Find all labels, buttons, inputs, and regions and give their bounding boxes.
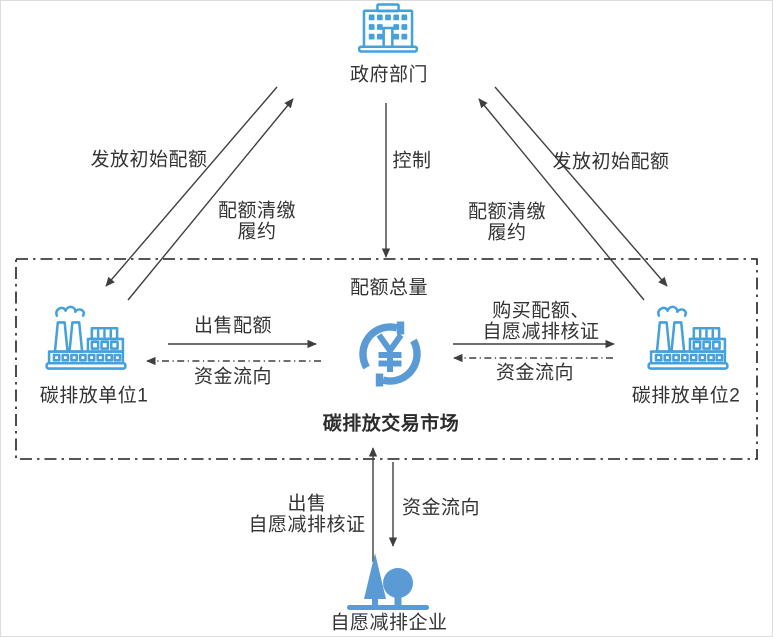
arrow-issue-quota-right [494, 86, 668, 287]
voluntary-label: 自愿减排企业 [330, 612, 448, 634]
issue-quota-right-label: 发放初始配额 [552, 151, 670, 173]
compliance-left-label: 配额清缴 履约 [217, 200, 297, 243]
compliance-right-label: 配额清缴 履约 [467, 201, 547, 244]
factory-icon-unit1 [45, 303, 127, 371]
buy-quota-label: 购买配额、 自愿减排核证 [482, 300, 600, 343]
funds-bottom-label: 资金流向 [401, 497, 481, 519]
issue-quota-left-label: 发放初始配额 [90, 149, 208, 171]
funds-right-label: 资金流向 [495, 362, 575, 384]
arrow-compliance-right [478, 98, 645, 301]
factory-icon-unit2 [647, 303, 729, 371]
sell-quota-label: 出售配额 [193, 315, 273, 337]
trees-icon [345, 552, 431, 610]
quota-total-label: 配额总量 [349, 277, 429, 299]
funds-left-label: 资金流向 [193, 366, 273, 388]
government-label: 政府部门 [349, 64, 429, 86]
market-title: 碳排放交易市场 [322, 413, 460, 435]
currency-cycle-icon [351, 315, 429, 393]
government-building-icon [357, 3, 419, 53]
unit2-label: 碳排放单位2 [631, 385, 741, 407]
unit1-label: 碳排放单位1 [39, 385, 149, 407]
control-label: 控制 [392, 150, 432, 172]
arrow-compliance-left [127, 98, 294, 301]
sell-voluntary-label: 出售 自愿减排核证 [248, 493, 366, 536]
arrow-issue-quota-left [105, 86, 278, 287]
market-boundary-box [15, 258, 758, 460]
